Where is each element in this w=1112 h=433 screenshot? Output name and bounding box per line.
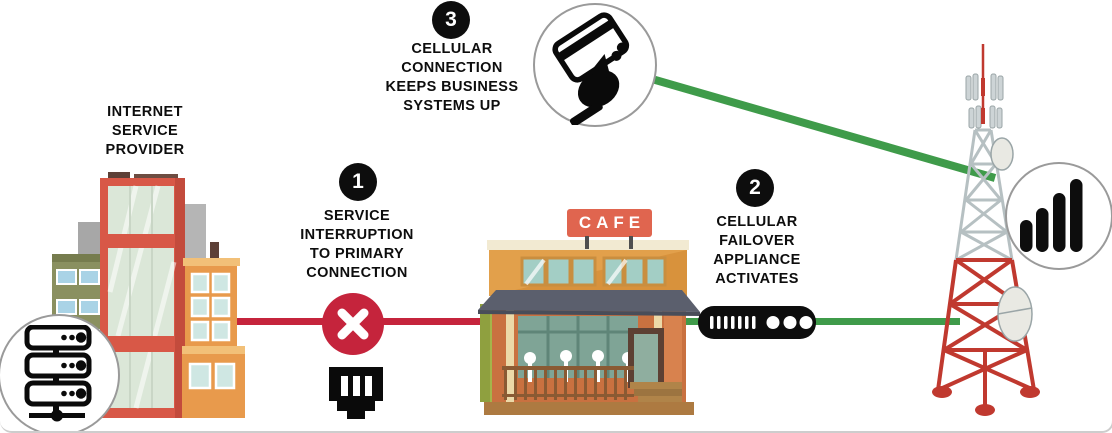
step-1-number: 1	[352, 170, 364, 193]
step-3-number: 3	[445, 8, 457, 31]
step-2-number: 2	[749, 176, 761, 199]
ethernet-jack-icon	[329, 367, 383, 419]
cafe-building	[478, 240, 700, 415]
step-3-label: CELLULAR CONNECTION KEEPS BUSINESS SYSTE…	[385, 41, 519, 114]
step-1-badge: 1	[339, 163, 377, 201]
credit-card-hand-icon	[533, 3, 657, 127]
step-2-label: CELLULAR FAILOVER APPLIANCE ACTIVATES	[713, 214, 801, 287]
x-mark-icon	[322, 293, 384, 355]
cafe-sign-post	[629, 236, 633, 249]
failover-appliance-icon	[698, 306, 816, 339]
step-2-badge: 2	[736, 169, 774, 207]
cafe-sign-post	[585, 236, 589, 249]
step-1-label: SERVICE INTERRUPTION TO PRIMARY CONNECTI…	[300, 208, 414, 281]
step-3-badge: 3	[432, 1, 470, 39]
isp-label: INTERNET SERVICE PROVIDER	[45, 103, 245, 160]
server-rack-icon	[0, 314, 120, 431]
cafe-sign: CAFE	[567, 209, 652, 237]
isp-label-line: SERVICE	[111, 123, 179, 139]
isp-label-line: INTERNET	[107, 104, 183, 120]
signal-bars-icon	[1005, 162, 1112, 270]
isp-label-line: PROVIDER	[105, 142, 185, 158]
